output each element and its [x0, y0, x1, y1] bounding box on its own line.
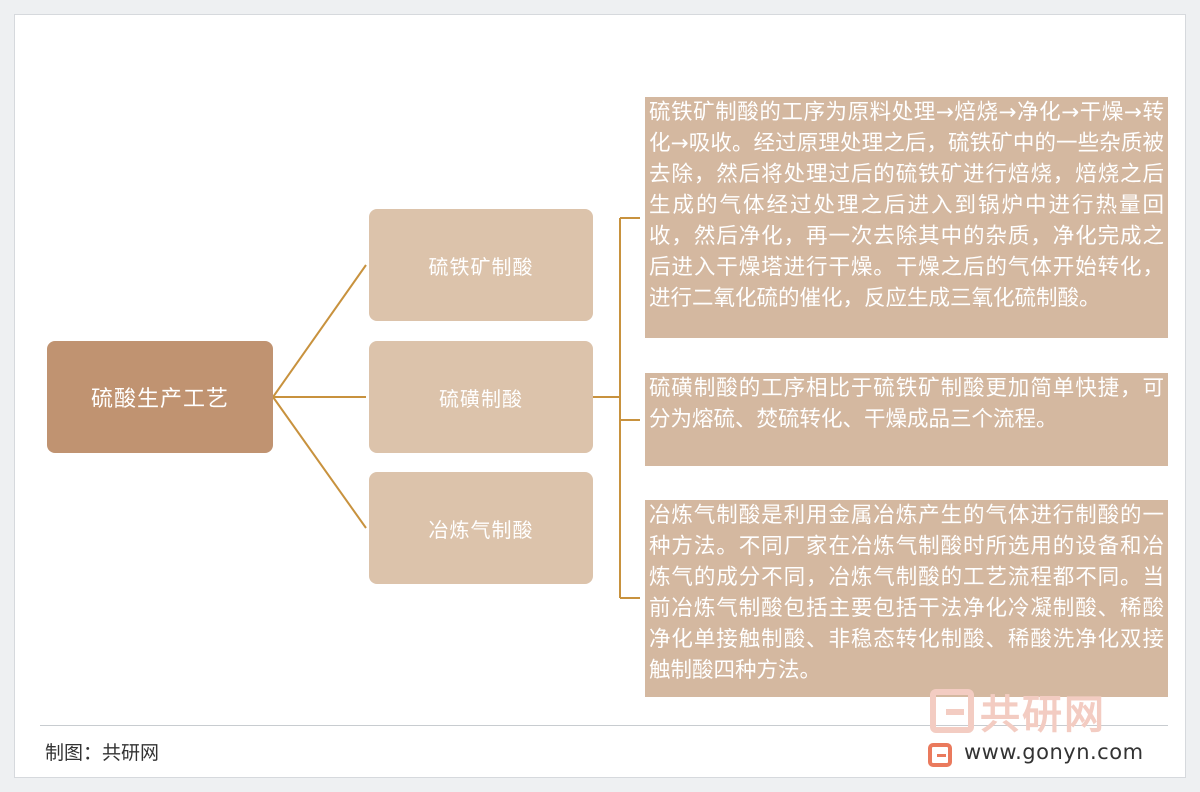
- site-url: www.gonyn.com: [964, 740, 1144, 764]
- watermark-g-icon: [930, 689, 974, 733]
- root-node: 硫酸生产工艺: [47, 341, 273, 453]
- branch-node-smelter-gas: 冶炼气制酸: [369, 472, 593, 584]
- watermark-text: 共研网: [980, 692, 1106, 738]
- description-pyrite: 硫铁矿制酸的工序为原料处理→焙烧→净化→干燥→转化→吸收。经过原理处理之后，硫铁…: [645, 97, 1168, 338]
- footer-divider: [40, 725, 1168, 726]
- root-node-label: 硫酸生产工艺: [90, 387, 229, 412]
- source-credit: 制图：共研网: [45, 742, 160, 764]
- description-sulfur: 硫磺制酸的工序相比于硫铁矿制酸更加简单快捷，可分为熔硫、焚硫转化、干燥成品三个流…: [645, 373, 1168, 466]
- branch-node-label: 硫铁矿制酸: [428, 254, 534, 279]
- connector-root-branch-0: [272, 264, 367, 398]
- branch-node-label: 冶炼气制酸: [428, 517, 534, 542]
- branch-node-sulfur: 硫磺制酸: [369, 341, 593, 453]
- watermark-logo: 共研网: [930, 684, 1146, 738]
- description-smelter-gas: 冶炼气制酸是利用金属冶炼产生的气体进行制酸的一种方法。不同厂家在冶炼气制酸时所选…: [645, 500, 1168, 697]
- connector-root-branch-2: [272, 396, 367, 529]
- site-logo-icon: [928, 743, 952, 767]
- branch-node-pyrite: 硫铁矿制酸: [369, 209, 593, 321]
- branch-node-label: 硫磺制酸: [439, 386, 523, 411]
